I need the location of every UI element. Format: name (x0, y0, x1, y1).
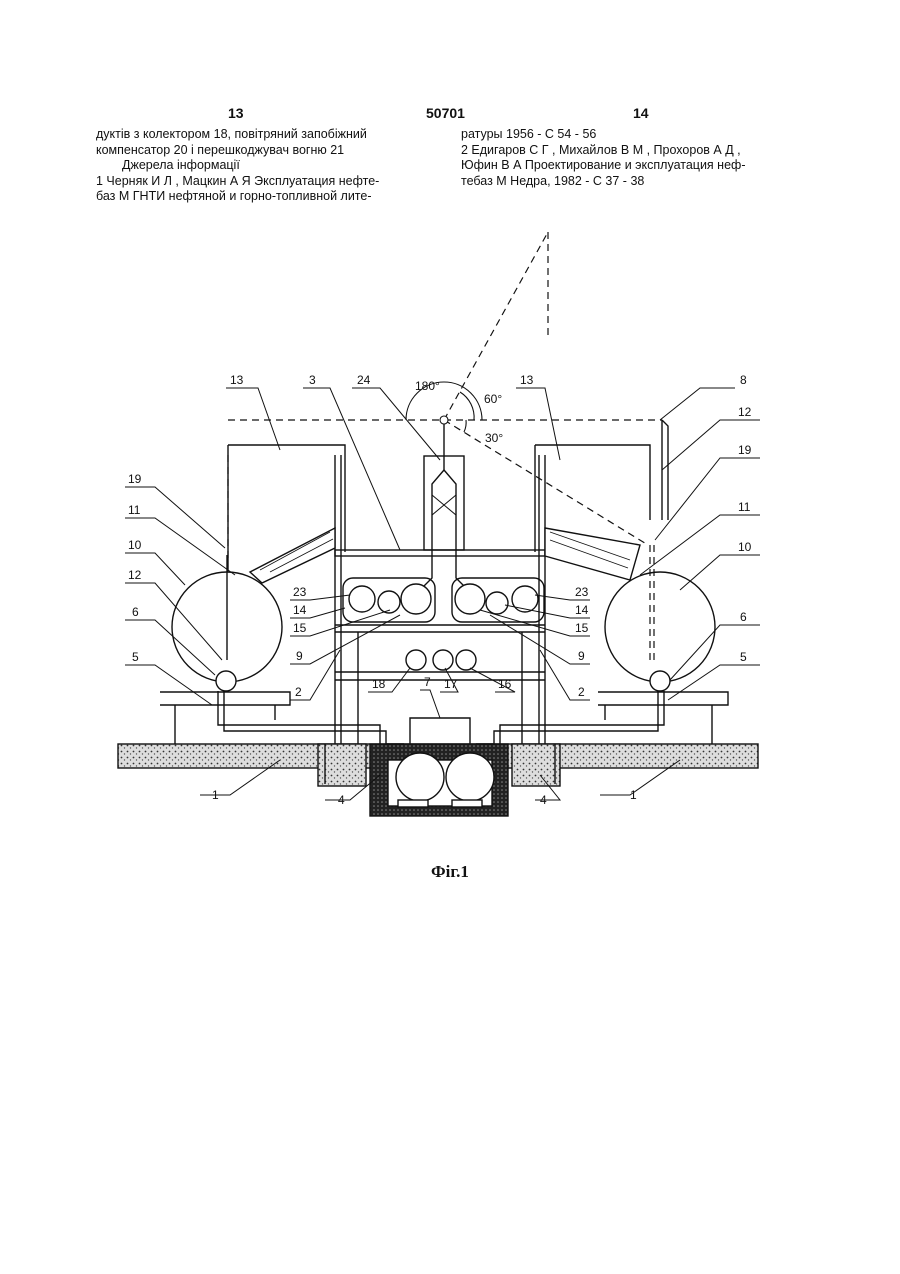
label-13-left: 13 (230, 373, 244, 387)
label-23-right: 23 (575, 585, 589, 599)
pump-right (446, 753, 494, 801)
label-6-left: 6 (132, 605, 139, 619)
label-7: 7 (424, 675, 431, 689)
label-23-left: 23 (293, 585, 307, 599)
label-18: 18 (372, 677, 386, 691)
label-3: 3 (309, 373, 316, 387)
angle-30-label: 30° (485, 431, 503, 445)
label-12-right: 12 (738, 405, 752, 419)
angle-180-label: 180° (415, 379, 440, 393)
label-1-right: 1 (630, 788, 637, 802)
angle-60-label: 60° (484, 392, 502, 406)
label-10-left: 10 (128, 538, 142, 552)
foundation-block-right (512, 744, 560, 786)
label-10-right: 10 (738, 540, 752, 554)
pump-left (396, 753, 444, 801)
label-9-right: 9 (578, 649, 585, 663)
label-11-left: 11 (128, 503, 141, 517)
label-2-left: 2 (295, 685, 302, 699)
label-11-right: 11 (738, 500, 751, 514)
label-19-left: 19 (128, 472, 142, 486)
label-15-left: 15 (293, 621, 307, 635)
label-5-left: 5 (132, 650, 139, 664)
label-8: 8 (740, 373, 747, 387)
label-14-left: 14 (293, 603, 307, 617)
label-1-left: 1 (212, 788, 219, 802)
label-16: 16 (498, 677, 512, 691)
label-15-right: 15 (575, 621, 589, 635)
label-17: 17 (444, 677, 458, 691)
tank-right (605, 572, 715, 682)
label-4-left: 4 (338, 793, 345, 807)
platform-top (335, 550, 545, 556)
figure-caption: Фіг.1 (0, 862, 900, 882)
label-2-right: 2 (578, 685, 585, 699)
label-12-left: 12 (128, 568, 142, 582)
label-4-right: 4 (540, 793, 547, 807)
label-5-right: 5 (740, 650, 747, 664)
label-14-right: 14 (575, 603, 589, 617)
label-24: 24 (357, 373, 371, 387)
label-19-right: 19 (738, 443, 752, 457)
label-13-right: 13 (520, 373, 534, 387)
label-9-left: 9 (296, 649, 303, 663)
label-6-right: 6 (740, 610, 747, 624)
